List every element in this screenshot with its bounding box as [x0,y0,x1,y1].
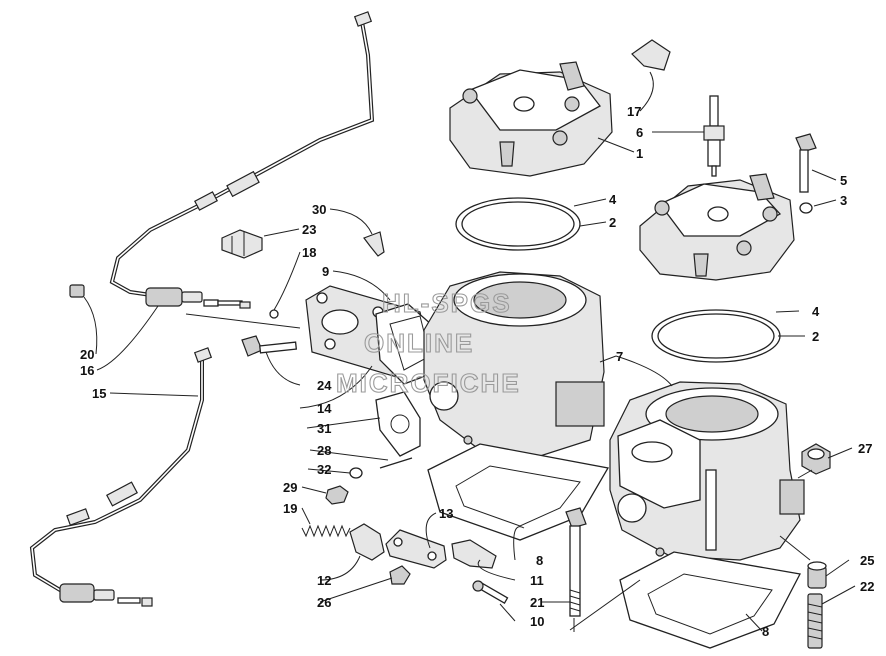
watermark-line-3: MICROFICHE [336,368,521,398]
throttle-cable-lower [29,347,213,607]
screw-26 [389,565,411,585]
callout-31: 31 [317,421,331,436]
callout-19: 19 [283,501,297,516]
cylinder-head-1 [449,61,613,177]
callout-24: 24 [317,378,332,393]
cylinder-7-right [609,381,805,561]
callout-28: 28 [317,443,331,458]
nut-29 [325,485,349,505]
nut-27 [801,443,831,475]
callout-3: 3 [840,193,847,208]
base-gasket-8-lower [619,551,801,649]
clip-23 [221,229,263,259]
callout-22: 22 [860,579,874,594]
callout-13: 13 [439,506,453,521]
callout-8a: 8 [536,553,543,568]
callout-14: 14 [317,401,332,416]
washer-32 [349,467,363,479]
callout-17: 17 [627,104,641,119]
callout-1: 1 [636,146,643,161]
callout-4b: 4 [812,304,820,319]
callout-18: 18 [302,245,316,260]
lever-13 [385,529,447,569]
throttle-cable-upper [109,11,375,309]
callout-15: 15 [92,386,106,401]
callout-29: 29 [283,480,297,495]
stud-22 [807,593,823,649]
callout-5: 5 [840,173,847,188]
watermark-line-1: HL-SPGS [382,288,512,318]
callout-2b: 2 [812,329,819,344]
callout-labels: 17 6 1 5 3 4 2 30 23 18 9 4 2 20 16 7 15… [80,104,874,639]
callout-23: 23 [302,222,316,237]
stud-21 [565,507,587,617]
callout-20: 20 [80,347,94,362]
valve-actuator-12 [349,523,385,561]
oring-4-upper [455,197,581,251]
washer-3 [799,202,813,214]
cylinder-7 [423,271,605,457]
callout-11: 11 [530,573,544,588]
callout-32: 32 [317,462,331,477]
cylinder-head-1-right [639,173,795,281]
gasket-31 [375,391,421,457]
callout-10: 10 [530,614,544,629]
callout-6: 6 [636,125,643,140]
watermark-line-2: ONLINE [364,328,474,358]
callout-9: 9 [322,264,329,279]
clip-17 [631,39,671,71]
callout-25: 25 [860,553,874,568]
callout-12: 12 [317,573,331,588]
callout-16: 16 [80,363,94,378]
callout-30: 30 [312,202,326,217]
callout-4a: 4 [609,192,617,207]
watermark: HL-SPGS ONLINE MICROFICHE [335,287,521,398]
spring-19 [301,524,351,538]
callout-2a: 2 [609,215,616,230]
bolt-10 [472,580,509,604]
spacer-25 [807,561,827,589]
oring-4-right [651,309,781,363]
leader-lines [83,71,856,632]
valve-11 [451,539,497,569]
callout-8b: 8 [762,624,769,639]
stud-28 [379,457,413,469]
cap-20 [69,284,85,298]
callout-26: 26 [317,595,331,610]
spark-plug-6 [703,95,725,177]
callout-27: 27 [858,441,872,456]
pin-30 [363,231,385,257]
callout-21: 21 [530,595,544,610]
callout-7: 7 [616,349,623,364]
oring-18 [269,309,279,319]
bolt-24 [241,335,298,357]
bolt-5 [795,133,817,193]
